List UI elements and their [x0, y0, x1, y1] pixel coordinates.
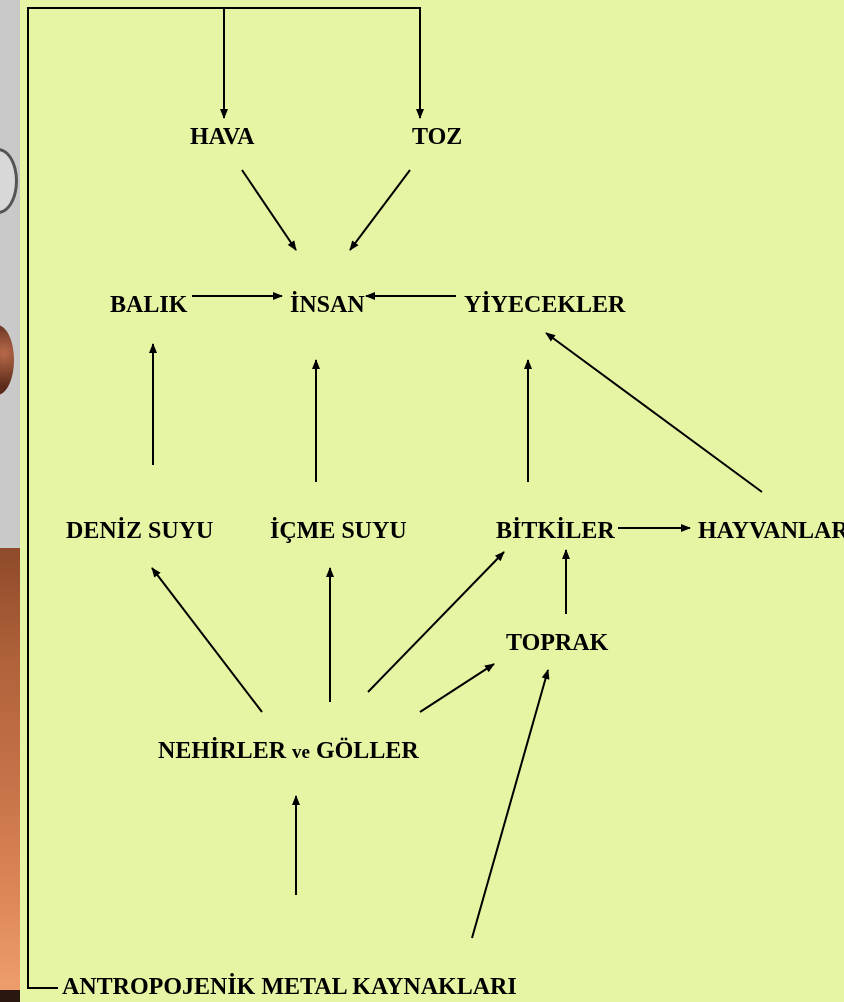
node-deniz-suyu: DENİZ SUYU: [66, 518, 213, 544]
hayvanlar-to-yiyecekler-arrow: [546, 333, 762, 492]
node-hava: HAVA: [190, 124, 255, 150]
nehirler-to-deniz-arrow: [152, 568, 262, 712]
node-toprak: TOPRAK: [506, 630, 609, 656]
loop-line: [28, 8, 420, 988]
toz-to-insan-arrow: [350, 170, 410, 250]
node-nehirler-ve-goller: NEHİRLER ve GÖLLER: [158, 738, 419, 764]
node-balik: BALIK: [110, 292, 188, 318]
node-antropojenik: ANTROPOJENİK METAL KAYNAKLARI: [62, 974, 517, 1000]
node-bitkiler: BİTKİLER: [496, 518, 615, 544]
ve-word: ve: [292, 742, 310, 763]
nehirler-word: NEHİRLER: [158, 738, 287, 764]
node-icme-suyu: İÇME SUYU: [270, 518, 407, 544]
goller-word: GÖLLER: [316, 738, 419, 764]
nehirler-to-toprak-arrow: [420, 664, 494, 712]
node-toz: TOZ: [412, 124, 462, 150]
hava-to-insan-arrow: [242, 170, 296, 250]
antropojenik-to-toprak-arrow: [472, 670, 548, 938]
node-hayvanlar: HAYVANLAR: [698, 518, 844, 544]
node-yiyecekler: YİYECEKLER: [464, 292, 626, 318]
node-insan: İNSAN: [290, 292, 365, 318]
